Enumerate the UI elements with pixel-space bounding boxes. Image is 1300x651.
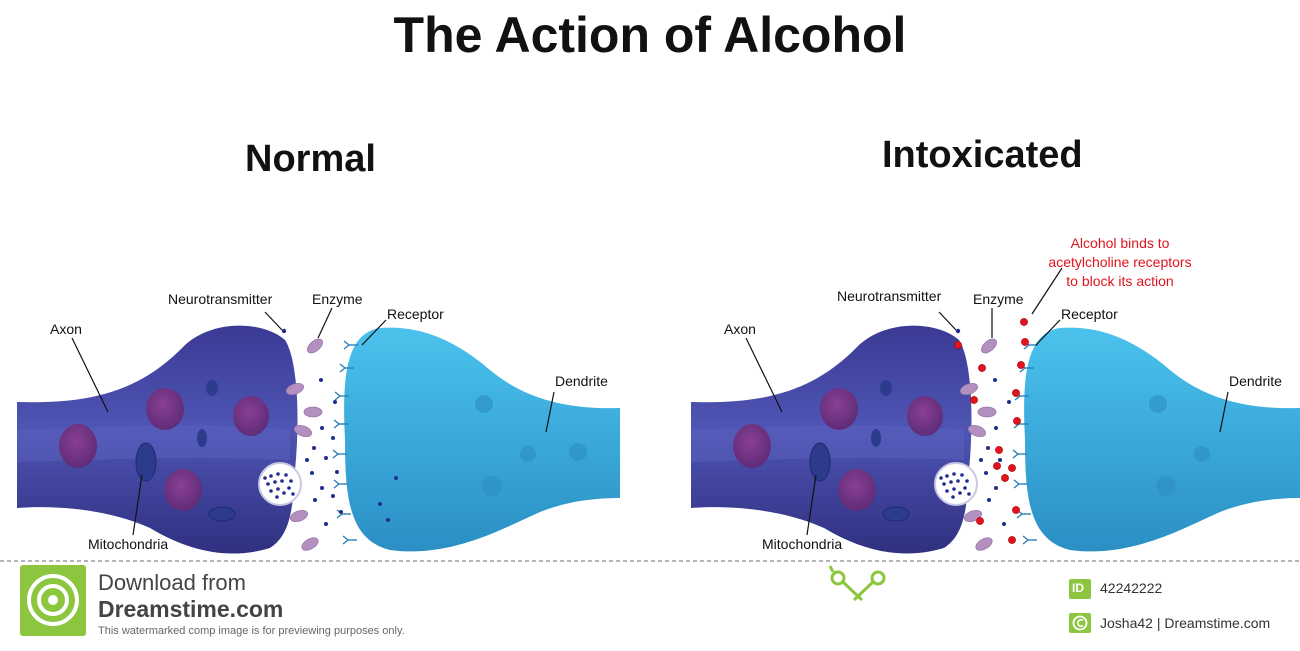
scissors-icon: [828, 565, 886, 602]
normal-panel: [17, 307, 620, 554]
mitochondria-label: Mitochondria: [88, 536, 169, 552]
nucleus: [59, 424, 97, 468]
axon-label: Axon: [724, 321, 756, 337]
alcohol-annotation: Alcohol binds to acetylcholine receptors…: [1020, 234, 1220, 291]
annotation-line: acetylcholine receptors: [1048, 254, 1192, 270]
mitochondrion: [197, 429, 207, 447]
neurotransmitter-label: Neurotransmitter: [837, 288, 942, 304]
download-text: Download from: [98, 570, 246, 595]
mitochondrion: [208, 506, 236, 522]
mitochondria-label: Mitochondria: [762, 536, 843, 552]
annotation-line: to block its action: [1066, 273, 1174, 289]
neurotransmitter-label: Neurotransmitter: [168, 291, 273, 307]
dreamstime-logo-icon: [20, 565, 86, 636]
intoxicated-heading: Intoxicated: [882, 134, 1083, 176]
dendrite-shape: [344, 327, 620, 552]
synaptic-vesicle: [934, 462, 978, 506]
disclaimer-text: This watermarked comp image is for previ…: [98, 625, 405, 637]
dendrite-label: Dendrite: [555, 373, 608, 389]
mitochondrion: [871, 429, 881, 447]
axon-label: Axon: [50, 321, 82, 337]
nucleus: [820, 388, 858, 430]
image-id: 42242222: [1100, 580, 1163, 596]
intoxicated-panel: [691, 267, 1300, 554]
dendrite-label: Dendrite: [1229, 373, 1282, 389]
synaptic-vesicle: [258, 462, 302, 506]
nucleus: [733, 424, 771, 468]
receptor-label: Receptor: [1061, 306, 1118, 322]
mitochondrion: [206, 380, 218, 396]
id-badge-bg: [1069, 579, 1091, 599]
mitochondrion: [880, 380, 892, 396]
enzyme-label: Enzyme: [973, 291, 1024, 307]
annotation-line: Alcohol binds to: [1070, 235, 1170, 251]
neurotransmitter-dots: [281, 328, 398, 526]
photo-credit[interactable]: Josha42 | Dreamstime.com: [1100, 615, 1271, 631]
nucleus: [164, 469, 202, 511]
alcohol-molecules: [954, 318, 1029, 544]
nucleus: [907, 396, 943, 436]
id-badge: ID: [1072, 581, 1084, 595]
enzyme-shape: [304, 335, 326, 357]
mitochondrion: [809, 442, 831, 482]
enzyme-label: Enzyme: [312, 291, 363, 307]
normal-heading: Normal: [245, 138, 376, 180]
nucleus: [146, 388, 184, 430]
dendrite-shape: [1024, 327, 1300, 552]
diagram-title: The Action of Alcohol: [393, 7, 907, 63]
mitochondrion: [135, 442, 157, 482]
copyright-icon: [1069, 613, 1091, 633]
nucleus: [838, 469, 876, 511]
receptor-label: Receptor: [387, 306, 444, 322]
nucleus: [233, 396, 269, 436]
mitochondrion: [882, 506, 910, 522]
site-name[interactable]: Dreamstime.com: [98, 596, 284, 622]
